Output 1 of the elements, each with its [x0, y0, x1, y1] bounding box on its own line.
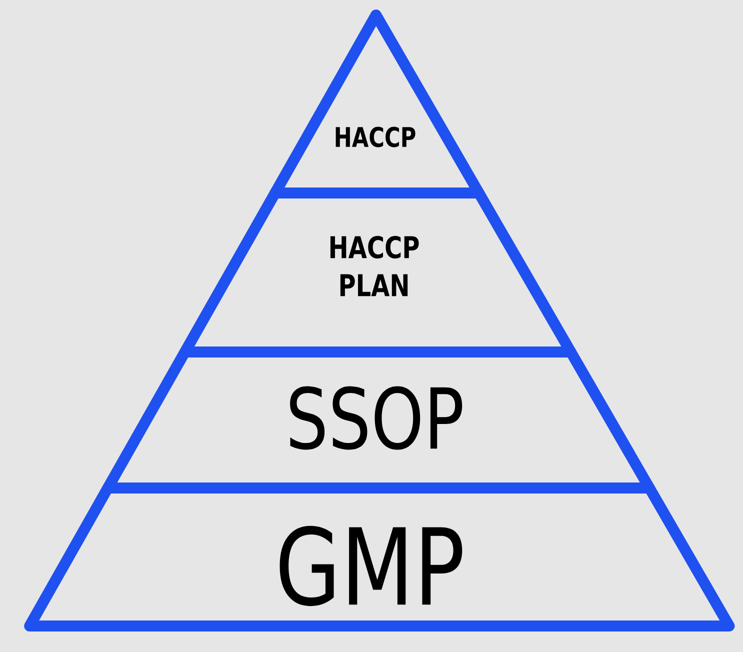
pyramid-tier: GMP	[24, 482, 735, 632]
